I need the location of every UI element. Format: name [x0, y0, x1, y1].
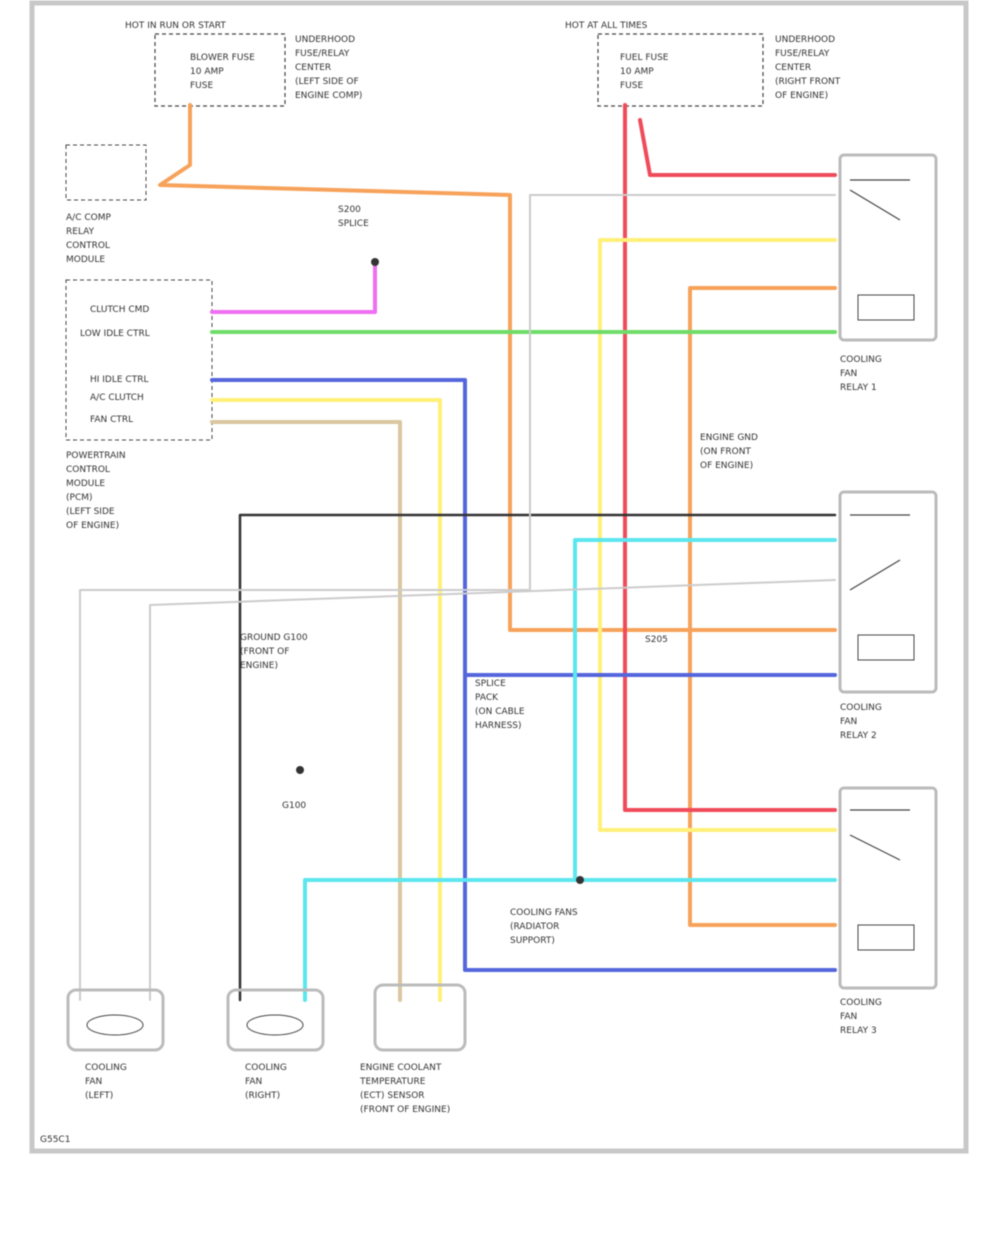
- svg-text:CENTER: CENTER: [295, 63, 331, 73]
- svg-text:OF ENGINE): OF ENGINE): [775, 91, 828, 101]
- ect-sensor: ENGINE COOLANT TEMPERATURE (ECT) SENSOR …: [359, 983, 467, 1115]
- svg-text:FAN: FAN: [840, 1012, 857, 1022]
- relay-3: COOLING FAN RELAY 3: [838, 786, 938, 1036]
- svg-text:ENGINE COOLANT: ENGINE COOLANT: [360, 1063, 442, 1073]
- fan-left: COOLING FAN (LEFT): [66, 988, 165, 1101]
- svg-text:(RIGHT FRONT: (RIGHT FRONT: [775, 77, 841, 87]
- svg-text:COOLING FANS: COOLING FANS: [510, 908, 578, 918]
- svg-text:(LEFT): (LEFT): [85, 1091, 113, 1101]
- svg-text:CONTROL: CONTROL: [66, 465, 110, 475]
- svg-text:SUPPORT): SUPPORT): [510, 936, 555, 946]
- svg-text:10 AMP: 10 AMP: [620, 67, 654, 77]
- svg-text:OF ENGINE): OF ENGINE): [700, 461, 753, 471]
- hot-all-label: HOT AT ALL TIMES: [565, 21, 648, 31]
- svg-text:(ON FRONT: (ON FRONT: [700, 447, 751, 457]
- svg-text:MODULE: MODULE: [66, 479, 105, 489]
- svg-text:(RIGHT): (RIGHT): [245, 1091, 280, 1101]
- svg-text:RELAY 2: RELAY 2: [840, 731, 877, 741]
- fuse-box-left: HOT IN RUN OR START BLOWER FUSE 10 AMP F…: [125, 21, 362, 107]
- pcm-module: CLUTCH CMD LOW IDLE CTRL HI IDLE CTRL A/…: [65, 279, 213, 531]
- relay-1: COOLING FAN RELAY 1: [838, 153, 938, 393]
- svg-text:SPLICE: SPLICE: [475, 679, 506, 689]
- wire-pink: [210, 263, 377, 314]
- svg-text:(FRONT OF: (FRONT OF: [240, 647, 289, 657]
- ac-relay-box: A/C COMP RELAY CONTROL MODULE: [65, 144, 147, 265]
- svg-text:RELAY 3: RELAY 3: [840, 1026, 877, 1036]
- wire-white: [79, 194, 836, 1001]
- splice-dot-1: [371, 258, 379, 266]
- module-pin-4: A/C CLUTCH: [90, 393, 144, 403]
- svg-text:10 AMP: 10 AMP: [190, 67, 224, 77]
- wire-red: [623, 103, 837, 812]
- underhood-left-label: UNDERHOOD: [295, 35, 355, 45]
- svg-text:(PCM): (PCM): [66, 493, 93, 503]
- svg-text:PACK: PACK: [475, 693, 499, 703]
- outer-frame: [29, 0, 969, 1154]
- svg-text:FUSE/RELAY: FUSE/RELAY: [775, 49, 830, 59]
- svg-text:COOLING: COOLING: [840, 703, 882, 713]
- wire-red-b: [638, 118, 837, 177]
- svg-text:GROUND G100: GROUND G100: [240, 633, 308, 643]
- wire-yellow: [598, 238, 837, 832]
- svg-text:HARNESS): HARNESS): [475, 721, 522, 731]
- wire-black: [238, 513, 837, 1002]
- svg-text:FUSE: FUSE: [190, 81, 213, 91]
- relay-2: COOLING FAN RELAY 2: [838, 490, 938, 741]
- svg-text:(ECT) SENSOR: (ECT) SENSOR: [360, 1091, 425, 1101]
- svg-text:FAN: FAN: [840, 717, 857, 727]
- svg-text:POWERTRAIN: POWERTRAIN: [66, 451, 126, 461]
- svg-text:CENTER: CENTER: [775, 63, 811, 73]
- fuse-box-right: HOT AT ALL TIMES FUEL FUSE 10 AMP FUSE U…: [565, 21, 841, 107]
- svg-text:COOLING: COOLING: [85, 1063, 127, 1073]
- svg-text:A/C COMP: A/C COMP: [66, 213, 111, 223]
- module-pin-2: LOW IDLE CTRL: [80, 329, 150, 339]
- fuse-left-label: BLOWER FUSE: [190, 53, 255, 63]
- svg-text:SPLICE: SPLICE: [338, 219, 369, 229]
- svg-text:COOLING: COOLING: [245, 1063, 287, 1073]
- svg-text:FAN: FAN: [85, 1077, 102, 1087]
- svg-text:ENGINE GND: ENGINE GND: [700, 433, 758, 443]
- splice-dot-3: [296, 766, 304, 774]
- svg-text:OF ENGINE): OF ENGINE): [66, 521, 119, 531]
- svg-text:ENGINE COMP): ENGINE COMP): [295, 91, 362, 101]
- module-pin-3: HI IDLE CTRL: [90, 375, 148, 385]
- wire-orange-b: [688, 286, 837, 927]
- hot-run-label: HOT IN RUN OR START: [125, 21, 226, 31]
- svg-text:RELAY: RELAY: [66, 227, 95, 237]
- module-pin-1: CLUTCH CMD: [90, 305, 149, 315]
- svg-text:FUSE/RELAY: FUSE/RELAY: [295, 49, 350, 59]
- svg-text:COOLING: COOLING: [840, 998, 882, 1008]
- svg-text:(LEFT SIDE: (LEFT SIDE: [66, 507, 115, 517]
- svg-text:S205: S205: [645, 635, 668, 645]
- svg-text:(FRONT OF ENGINE): (FRONT OF ENGINE): [360, 1105, 450, 1115]
- wire-tan: [210, 420, 402, 1002]
- svg-text:(ON CABLE: (ON CABLE: [475, 707, 525, 717]
- svg-text:ENGINE): ENGINE): [240, 661, 278, 671]
- fan-right: COOLING FAN (RIGHT): [226, 988, 325, 1101]
- svg-text:COOLING: COOLING: [840, 355, 882, 365]
- svg-text:(RADIATOR: (RADIATOR: [510, 922, 559, 932]
- svg-text:FAN: FAN: [840, 369, 857, 379]
- svg-text:(LEFT SIDE OF: (LEFT SIDE OF: [295, 77, 359, 87]
- svg-text:FUSE: FUSE: [620, 81, 643, 91]
- splice-dot-2: [576, 876, 584, 884]
- wire-yellow-b: [210, 398, 442, 1002]
- svg-text:CONTROL: CONTROL: [66, 241, 110, 251]
- module-pin-5: FAN CTRL: [90, 415, 133, 425]
- svg-text:FAN: FAN: [245, 1077, 262, 1087]
- svg-text:RELAY 1: RELAY 1: [840, 383, 877, 393]
- svg-text:TEMPERATURE: TEMPERATURE: [359, 1077, 426, 1087]
- svg-text:MODULE: MODULE: [66, 255, 105, 265]
- svg-text:FUEL FUSE: FUEL FUSE: [620, 53, 669, 63]
- wire-cyan: [303, 538, 837, 1002]
- wire-orange: [158, 103, 837, 632]
- underhood-right-label: UNDERHOOD: [775, 35, 835, 45]
- svg-text:G100: G100: [282, 801, 306, 811]
- splice-top-label: S200: [338, 205, 361, 215]
- footer-code: G55C1: [40, 1135, 70, 1145]
